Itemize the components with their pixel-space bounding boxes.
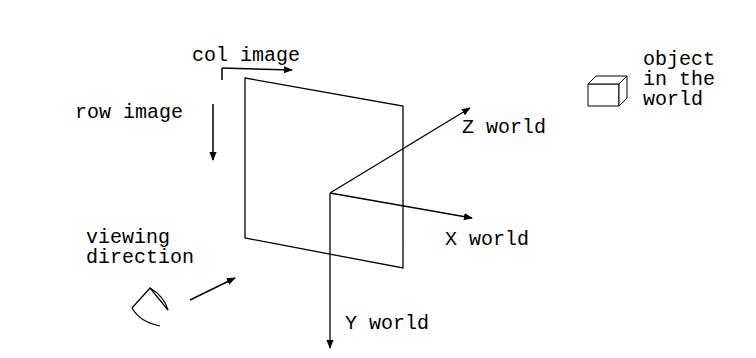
axis-label: row image <box>75 103 205 123</box>
object-label: object in the world <box>643 50 725 110</box>
z-axis <box>330 108 470 193</box>
axis-label: col image <box>192 46 322 66</box>
axis-label: X world <box>445 230 545 250</box>
y-axis <box>329 193 330 348</box>
axis-label: Z world <box>462 118 562 138</box>
caption-label: viewing direction <box>86 228 201 268</box>
axis-label: Y world <box>345 314 445 334</box>
cube-object <box>588 76 627 106</box>
image-plane <box>245 78 403 268</box>
x-axis <box>330 193 472 218</box>
row-arrow <box>212 104 214 160</box>
viewing-arrow <box>190 278 235 300</box>
eye-symbol <box>132 288 168 326</box>
col-arrow <box>222 68 292 80</box>
